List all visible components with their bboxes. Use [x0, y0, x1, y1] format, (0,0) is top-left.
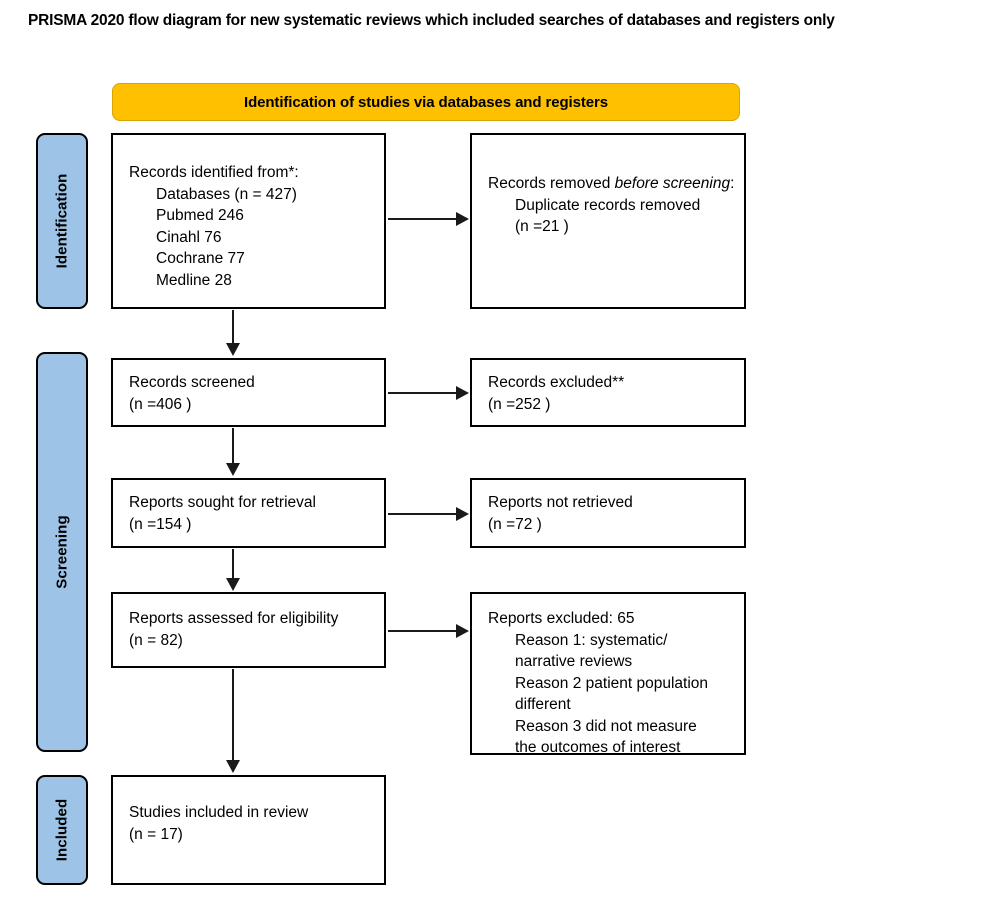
connector-assessed-to-excluded — [388, 630, 458, 632]
box-reports-excluded-text: Reports excluded: 65 Reason 1: systematic… — [488, 608, 736, 759]
box-reports-assessed-text: Reports assessed for eligibility (n = 82) — [129, 608, 376, 651]
box-records-screened-text: Records screened (n =406 ) — [129, 372, 376, 415]
records-identified-line-0: Databases (n = 427) — [156, 185, 297, 203]
box-reports-excluded-with-reasons: Reports excluded: 65 Reason 1: systematic… — [470, 592, 746, 756]
section-banner-identification: Identification of studies via databases … — [112, 83, 740, 121]
records-removed-line-1: (n =21 ) — [515, 218, 569, 235]
arrow-down-icon-screened-to-sought — [226, 463, 240, 476]
box-reports-not-retrieved-text: Reports not retrieved (n =72 ) — [488, 492, 736, 535]
reports-sought-heading: Reports sought for retrieval — [129, 494, 316, 511]
reports-excluded-line-0: Reason 1: systematic/ — [515, 631, 668, 649]
records-identified-line-1: Pubmed 246 — [156, 207, 244, 224]
section-banner-label: Identification of studies via databases … — [244, 93, 608, 111]
reports-not-retrieved-heading: Reports not retrieved — [488, 494, 633, 511]
arrow-down-icon-identified-to-screened — [226, 343, 240, 356]
arrow-down-icon-assessed-to-included — [226, 760, 240, 773]
reports-not-retrieved-count: (n =72 ) — [488, 515, 542, 533]
box-reports-assessed-for-eligibility: Reports assessed for eligibility (n = 82) — [111, 592, 386, 668]
connector-screened-to-excluded — [388, 392, 458, 394]
records-removed-line-0: Duplicate records removed — [515, 196, 701, 214]
stage-label-screening: Screening — [53, 515, 71, 589]
records-excluded-count: (n =252 ) — [488, 395, 551, 413]
studies-included-heading: Studies included in review — [129, 804, 309, 821]
records-identified-line-4: Medline 28 — [156, 271, 232, 289]
box-records-identified-text: Records identified from*: Databases (n = … — [129, 162, 376, 291]
box-reports-not-retrieved: Reports not retrieved (n =72 ) — [470, 478, 746, 548]
box-studies-included-text: Studies included in review (n = 17) — [129, 802, 376, 845]
records-removed-heading-pre: Records removed — [488, 175, 615, 192]
stage-bar-included: Included — [36, 775, 88, 885]
arrow-right-icon-sought-to-not-retrieved — [456, 507, 469, 521]
box-records-removed-text: Records removed before screening: Duplica… — [488, 173, 736, 238]
box-records-excluded: Records excluded** (n =252 ) — [470, 358, 746, 427]
reports-excluded-line-1: narrative reviews — [515, 653, 633, 670]
connector-identified-to-removed — [388, 218, 458, 220]
stage-label-identification: Identification — [53, 173, 71, 269]
records-identified-heading: Records identified from*: — [129, 164, 299, 181]
reports-excluded-heading: Reports excluded: 65 — [488, 610, 635, 627]
reports-excluded-line-4: Reason 3 did not measure — [515, 717, 697, 735]
records-removed-heading-post: : — [730, 175, 735, 192]
stage-label-included: Included — [53, 798, 71, 862]
box-reports-sought-text: Reports sought for retrieval (n =154 ) — [129, 492, 376, 535]
arrow-right-icon-identified-to-removed — [456, 212, 469, 226]
connector-sought-to-assessed — [232, 549, 234, 579]
reports-excluded-line-3: different — [515, 696, 571, 713]
arrow-right-icon-screened-to-excluded — [456, 386, 469, 400]
connector-screened-to-sought — [232, 428, 234, 464]
box-records-removed-before-screening: Records removed before screening: Duplica… — [470, 133, 746, 309]
stage-bar-identification: Identification — [36, 133, 88, 309]
arrow-down-icon-sought-to-assessed — [226, 578, 240, 591]
reports-excluded-line-5: the outcomes of interest — [515, 739, 681, 756]
page-title: PRISMA 2020 flow diagram for new systema… — [28, 12, 835, 29]
reports-excluded-line-2: Reason 2 patient population — [515, 674, 709, 692]
connector-assessed-to-included — [232, 669, 234, 761]
reports-assessed-count: (n = 82) — [129, 631, 183, 649]
box-reports-sought-for-retrieval: Reports sought for retrieval (n =154 ) — [111, 478, 386, 548]
records-screened-heading: Records screened — [129, 374, 255, 391]
reports-sought-count: (n =154 ) — [129, 515, 192, 533]
box-records-identified: Records identified from*: Databases (n = … — [111, 133, 386, 309]
records-identified-line-3: Cochrane 77 — [156, 250, 245, 267]
studies-included-count: (n = 17) — [129, 825, 183, 843]
stage-bar-screening: Screening — [36, 352, 88, 752]
reports-assessed-heading: Reports assessed for eligibility — [129, 610, 339, 627]
connector-sought-to-not-retrieved — [388, 513, 458, 515]
records-screened-count: (n =406 ) — [129, 395, 192, 413]
records-identified-line-2: Cinahl 76 — [156, 228, 222, 246]
connector-identified-to-screened — [232, 310, 234, 344]
box-records-screened: Records screened (n =406 ) — [111, 358, 386, 427]
box-studies-included-in-review: Studies included in review (n = 17) — [111, 775, 386, 885]
arrow-right-icon-assessed-to-excluded — [456, 624, 469, 638]
box-records-excluded-text: Records excluded** (n =252 ) — [488, 372, 736, 415]
records-removed-heading-em: before screening — [614, 175, 731, 192]
records-excluded-heading: Records excluded** — [488, 374, 625, 391]
